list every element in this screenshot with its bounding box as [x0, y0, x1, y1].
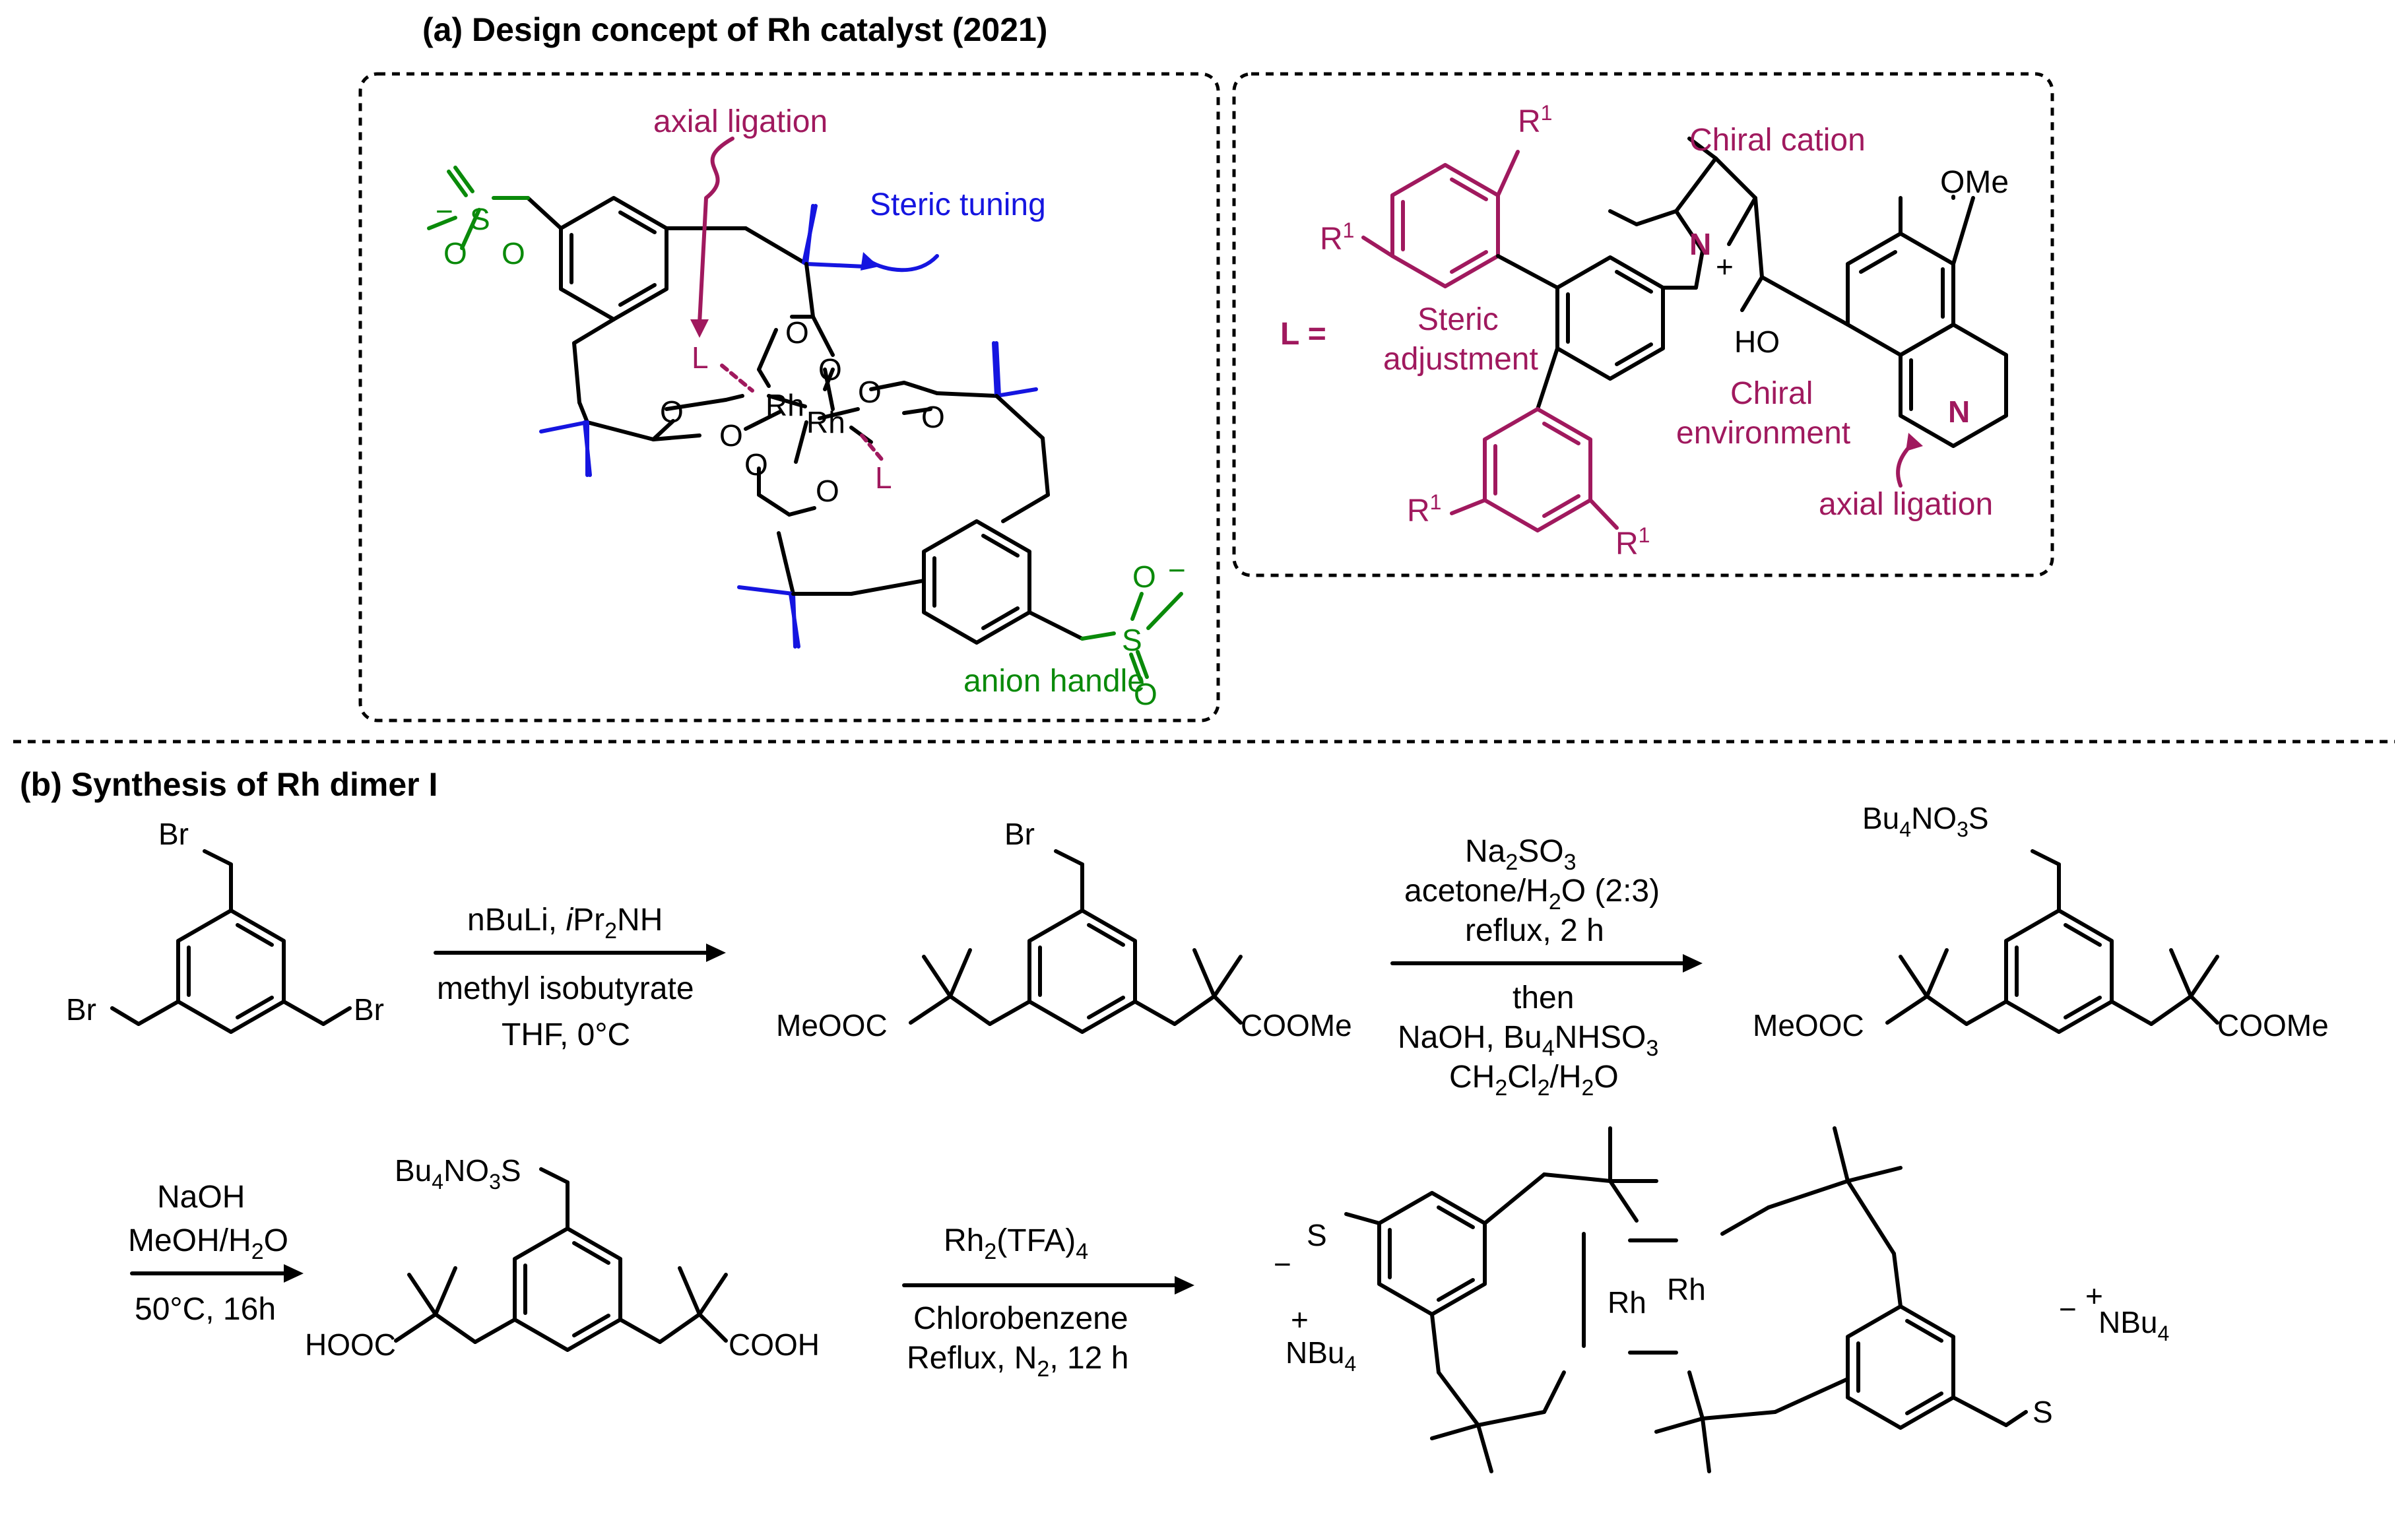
sulfonate-o-left-1: O	[443, 236, 467, 271]
steric-adjustment-line1: Steric	[1417, 302, 1499, 337]
carboxylate-o-4: O	[719, 418, 743, 453]
product-rh-1: Rh	[1608, 1285, 1646, 1320]
sm-br-left: Br	[66, 992, 96, 1027]
sm-br-right: Br	[354, 992, 384, 1027]
step1-reagent1: nBuLi, iPr2NH	[467, 903, 663, 944]
n-plus-charge: +	[1716, 249, 1734, 284]
p1-ester-left: MeOOC	[776, 1008, 888, 1042]
p2-sulfonate-label: Bu4NO3S	[1862, 801, 1989, 841]
quinuclidine-n: N	[1689, 227, 1711, 261]
step2-line2: acetone/H2O (2:3)	[1404, 874, 1660, 914]
step1-arrowhead	[706, 944, 726, 962]
step1-reagent2: methyl isobutyrate	[437, 971, 694, 1006]
step2-line3: reflux, 2 h	[1465, 913, 1604, 948]
r1-bottom-right: R1	[1615, 523, 1650, 561]
steric-tuning-arrow	[868, 254, 939, 272]
r1-top: R1	[1518, 101, 1552, 139]
product-s-right: S	[2033, 1395, 2053, 1429]
sulfonate-minus-right: −	[1168, 553, 1186, 587]
product-nbu4-left: NBu4	[1285, 1335, 1356, 1376]
p1-ester-right: COOMe	[1241, 1008, 1352, 1042]
p2-ester-right: COOMe	[2217, 1008, 2329, 1042]
step2-line5: NaOH, Bu4NHSO3	[1398, 1020, 1658, 1061]
product-plus-right: +	[2085, 1279, 2103, 1313]
rh-dimer-product-structure	[1344, 1126, 2028, 1473]
diacid-structure	[394, 1167, 728, 1352]
axial-ligation-label-left: axial ligation	[653, 104, 828, 139]
chiral-cation-label: Chiral cation	[1689, 123, 1866, 158]
axial-ligation-label-right: axial ligation	[1819, 487, 1993, 522]
axial-ligation-arrow-left	[698, 137, 734, 325]
quinoline-n: N	[1948, 395, 1970, 429]
carboxylate-o-6: O	[921, 400, 945, 434]
anion-handle-label: anion handle	[963, 664, 1145, 699]
diester-sulfonate-structure	[1885, 849, 2219, 1034]
rh-atom-2: Rh	[806, 405, 845, 439]
ligand-structure	[1361, 137, 2008, 532]
step4-arrowhead	[1175, 1276, 1194, 1295]
step2-arrowhead	[1683, 954, 1703, 973]
step2-line6: CH2Cl2/H2O	[1449, 1060, 1619, 1101]
hydroxyl-label: HO	[1734, 325, 1780, 359]
step4-line3: Reflux, N2, 12 h	[907, 1341, 1128, 1382]
p2-ester-left: MeOOC	[1753, 1008, 1864, 1042]
p3-acid-left: HOOC	[305, 1328, 396, 1362]
step3-line2: MeOH/H2O	[128, 1223, 288, 1264]
sulfonate-minus-left: −	[436, 194, 453, 228]
step2-line1: Na2SO3	[1465, 834, 1577, 875]
ome-label: OMe	[1940, 165, 2009, 200]
panel-b-header: (b) Synthesis of Rh dimer I	[20, 766, 438, 803]
r1-bottom-left: R1	[1407, 490, 1441, 528]
sulfonate-s-right: S	[1122, 623, 1142, 657]
ligand-label-2: L	[875, 461, 892, 495]
carboxylate-o-8: O	[816, 474, 839, 508]
steric-adjustment-line2: adjustment	[1383, 342, 1538, 377]
rh-atom-1: Rh	[765, 388, 804, 422]
chiral-environment-line2: environment	[1676, 416, 1850, 451]
product-rh-2: Rh	[1667, 1272, 1706, 1306]
carboxylate-o-5: O	[858, 375, 882, 409]
product-minus-right: −	[2059, 1292, 2077, 1326]
steric-tuning-label: Steric tuning	[870, 187, 1046, 222]
carboxylate-o-3: O	[660, 395, 684, 429]
carboxylate-o-2: O	[818, 352, 842, 387]
product-minus-left: −	[1274, 1247, 1291, 1281]
step3-arrowhead	[284, 1264, 304, 1283]
panel-a-header: (a) Design concept of Rh catalyst (2021)	[422, 11, 1047, 48]
step3-line1: NaOH	[157, 1180, 245, 1215]
axial-ligation-arrowhead-right	[1906, 433, 1923, 451]
steric-tuning-arrowhead	[861, 252, 879, 271]
l-equals-label: L =	[1280, 317, 1326, 352]
step2-line4: then	[1513, 980, 1574, 1015]
carboxylate-o-1: O	[785, 315, 809, 350]
r1-left: R1	[1320, 218, 1354, 257]
step1-reagent3: THF, 0°C	[502, 1017, 630, 1052]
step4-line1: Rh2(TFA)4	[944, 1223, 1088, 1264]
panel-a-right-box	[1232, 72, 2054, 577]
rh-catalyst-structure	[427, 166, 1183, 682]
tribromide-structure	[110, 849, 352, 1034]
sulfonate-o-right-1: O	[1132, 560, 1156, 594]
carboxylate-o-7: O	[744, 447, 768, 482]
ligand-label-1: L	[692, 340, 709, 375]
panel-a-left-box	[358, 72, 1220, 722]
sulfonate-o-left-2: O	[502, 236, 525, 271]
step3-line3: 50°C, 16h	[135, 1292, 276, 1327]
product-plus-left: +	[1291, 1302, 1309, 1337]
sulfonate-o-right-2: O	[1134, 677, 1157, 711]
sm-br-top: Br	[158, 817, 189, 851]
axial-ligation-arrowhead-left	[690, 319, 709, 338]
chiral-environment-line1: Chiral	[1730, 376, 1813, 411]
product-s-left: S	[1307, 1218, 1327, 1252]
sulfonate-s-left: S	[470, 202, 490, 236]
product-nbu4-right: NBu4	[2099, 1305, 2169, 1345]
p3-sulfonate-label: Bu4NO3S	[395, 1153, 521, 1194]
p3-acid-right: COOH	[729, 1328, 820, 1362]
p1-br: Br	[1004, 817, 1035, 851]
step4-line2: Chlorobenzene	[913, 1301, 1128, 1336]
diester-bromide-structure	[909, 849, 1243, 1034]
